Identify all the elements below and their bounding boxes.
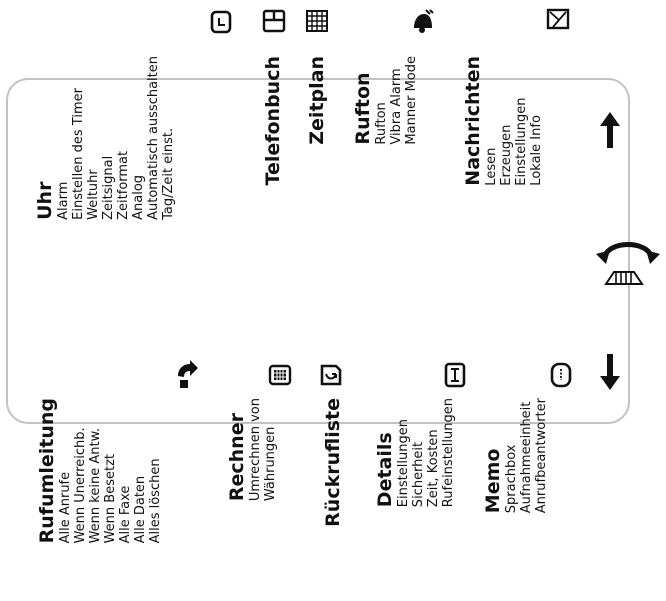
section-title: Memo bbox=[482, 448, 504, 514]
menu-item[interactable]: Sprachbox bbox=[504, 444, 519, 514]
arrow-down-icon[interactable] bbox=[598, 352, 622, 392]
calendar-icon bbox=[306, 10, 328, 32]
section-title: Rufton bbox=[352, 72, 374, 145]
menu-item[interactable]: Einstellungen bbox=[396, 419, 411, 508]
section-rechner: Rechner Umrechnen von Währungen bbox=[226, 398, 278, 501]
section-nachrichten: Nachrichten Lesen Erzeugen Einstellungen… bbox=[462, 56, 544, 186]
arrow-up-icon[interactable] bbox=[598, 110, 622, 150]
menu-item[interactable]: Wenn Unerreichb. bbox=[73, 427, 88, 544]
menu-item[interactable]: Lokale Info bbox=[529, 115, 544, 186]
menu-item[interactable]: Anrufbeantworter bbox=[534, 398, 549, 514]
menu-item[interactable]: Alarm bbox=[56, 181, 71, 220]
menu-item[interactable]: Vibra Alarm bbox=[389, 68, 404, 145]
menu-item[interactable]: Einstellen des Timer bbox=[71, 88, 86, 220]
section-details: Details Einstellungen Sicherheit Zeit, K… bbox=[374, 398, 456, 507]
calculator-icon bbox=[268, 364, 292, 386]
menu-item[interactable]: Rufeinstellungen bbox=[441, 398, 456, 508]
menu-item[interactable]: Alle Anrufe bbox=[58, 471, 73, 544]
menu-item[interactable]: Weltuhr bbox=[86, 169, 101, 220]
jog-key-icon[interactable] bbox=[602, 262, 646, 288]
section-title: Rückrufliste bbox=[322, 398, 344, 527]
section-rufton: Rufton Rufton Vibra Alarm Manner Mode bbox=[352, 56, 419, 145]
menu-item[interactable]: Zeit, Kosten bbox=[426, 429, 441, 508]
section-telefonbuch: Telefonbuch bbox=[262, 56, 284, 185]
details-icon bbox=[444, 362, 466, 388]
menu-item[interactable]: Alle Daten bbox=[133, 475, 148, 544]
menu-item[interactable]: Automatisch ausschalten bbox=[146, 56, 161, 220]
section-title: Rufumleitung bbox=[36, 398, 58, 544]
menu-item[interactable]: Währungen bbox=[263, 426, 278, 502]
section-memo: Memo Sprachbox Aufnahmeeinheit Anrufbean… bbox=[482, 398, 549, 513]
clock-icon bbox=[210, 10, 232, 34]
menu-item[interactable]: Lesen bbox=[484, 147, 499, 186]
menu-item[interactable]: Wenn Besetzt bbox=[103, 453, 118, 544]
envelope-icon bbox=[546, 8, 570, 30]
rotate-icon[interactable] bbox=[594, 232, 662, 264]
section-title: Zeitplan bbox=[306, 56, 328, 145]
menu-item[interactable]: Einstellungen bbox=[514, 97, 529, 186]
menu-item[interactable]: Umrechnen von bbox=[248, 398, 263, 502]
memo-icon bbox=[550, 362, 572, 388]
section-rufumleitung: Rufumleitung Alle Anrufe Wenn Unerreichb… bbox=[36, 398, 163, 543]
menu-item[interactable]: Tag/Zeit einst. bbox=[161, 127, 176, 220]
menu-item[interactable]: Zeitsignal bbox=[101, 155, 116, 220]
menu-item[interactable]: Erzeugen bbox=[499, 124, 514, 186]
menu-item[interactable]: Aufnahmeeinheit bbox=[519, 401, 534, 514]
section-title: Rechner bbox=[226, 413, 248, 502]
menu-item[interactable]: Rufton bbox=[374, 102, 389, 145]
section-title: Telefonbuch bbox=[262, 56, 284, 186]
menu-item[interactable]: Alles löschen bbox=[148, 458, 163, 544]
section-title: Uhr bbox=[34, 181, 56, 220]
section-rueckrufliste: Rückrufliste bbox=[322, 398, 344, 527]
menu-item[interactable]: Alle Faxe bbox=[118, 485, 133, 544]
menu-item[interactable]: Analog bbox=[131, 174, 146, 220]
callback-icon bbox=[318, 360, 344, 388]
menu-item[interactable]: Sicherheit bbox=[411, 441, 426, 508]
call-forward-icon bbox=[174, 360, 204, 390]
menu-item[interactable]: Zeitformat bbox=[116, 150, 131, 220]
menu-item[interactable]: Manner Mode bbox=[404, 56, 419, 145]
section-zeitplan: Zeitplan bbox=[306, 56, 328, 145]
section-uhr: Uhr Alarm Einstellen des Timer Weltuhr Z… bbox=[34, 56, 176, 220]
section-title: Nachrichten bbox=[462, 56, 484, 186]
menu-item[interactable]: Wenn keine Antw. bbox=[88, 427, 103, 544]
bell-icon bbox=[410, 8, 434, 34]
section-title: Details bbox=[374, 432, 396, 508]
menu-frame bbox=[6, 78, 630, 424]
phonebook-icon bbox=[262, 9, 286, 33]
